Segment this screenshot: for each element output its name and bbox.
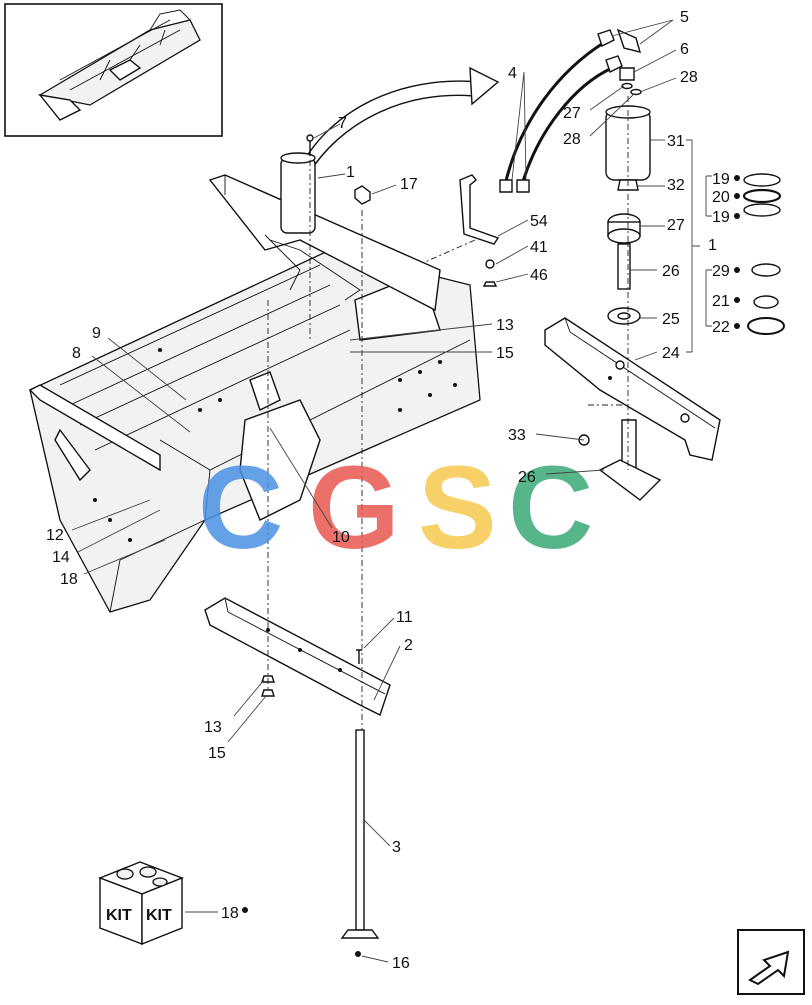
- callout-6: 6: [680, 41, 689, 58]
- callout-41: 41: [530, 239, 548, 256]
- callout-26: 26: [518, 469, 536, 486]
- callout-7: 7: [338, 115, 347, 132]
- callout-21: 21: [712, 293, 730, 310]
- rod-3: [340, 729, 380, 957]
- callout-16: 16: [392, 955, 410, 972]
- callout-54: 54: [530, 213, 548, 230]
- watermark-letter-2: G: [308, 442, 400, 574]
- arrow-icon: [748, 950, 790, 986]
- watermark-letter-4: C: [508, 442, 593, 574]
- callout-20: 20: [712, 189, 730, 206]
- callout-15: 15: [496, 345, 514, 362]
- callout-31: 31: [667, 133, 685, 150]
- callout-8: 8: [72, 345, 81, 362]
- callout-1: 1: [708, 237, 717, 254]
- callout-27: 27: [667, 217, 685, 234]
- callout-13: 13: [204, 719, 222, 736]
- accumulator-stack: [605, 105, 785, 335]
- callout-46: 46: [530, 267, 548, 284]
- callout-5: 5: [680, 9, 689, 26]
- fitting-6: [619, 67, 635, 81]
- watermark-letter-1: C: [198, 442, 283, 574]
- callout-3: 3: [392, 839, 401, 856]
- nut-17: [354, 185, 371, 205]
- callout-19: 19: [712, 171, 730, 188]
- upper-arm: [208, 134, 441, 312]
- watermark: C G S C: [198, 442, 593, 574]
- centre-lines: [267, 96, 629, 730]
- watermark-letter-3: S: [418, 442, 497, 574]
- kit-label-right: KIT: [146, 907, 172, 924]
- callout-17: 17: [400, 176, 418, 193]
- callout-19: 19: [712, 209, 730, 226]
- callout-12: 12: [46, 527, 64, 544]
- kit-markers: [242, 175, 740, 913]
- rail-2: [204, 597, 391, 716]
- callout-13: 13: [496, 317, 514, 334]
- callout-33: 33: [508, 427, 526, 444]
- fitting-5: [616, 28, 642, 53]
- callout-4: 4: [508, 65, 517, 82]
- bracket-54: [459, 174, 500, 287]
- callout-18: 18: [221, 905, 239, 922]
- leader-lines: [71, 19, 712, 963]
- callout-24: 24: [662, 345, 680, 362]
- overview-inset: [4, 3, 223, 137]
- next-page-button[interactable]: [737, 929, 805, 995]
- lower-arm-24: [544, 317, 721, 501]
- callout-labels: 5 4 6 28 27 28 31 7 1 17 32 19 20 19 27 …: [46, 9, 730, 972]
- callout-1: 1: [346, 164, 355, 181]
- callout-29: 29: [712, 263, 730, 280]
- main-frame: [28, 249, 481, 613]
- callout-25: 25: [662, 311, 680, 328]
- callout-26: 26: [662, 263, 680, 280]
- callout-28: 28: [680, 69, 698, 86]
- callout-32: 32: [667, 177, 685, 194]
- callout-2: 2: [404, 637, 413, 654]
- hydraulic-hoses: [499, 28, 642, 193]
- callout-27: 27: [563, 105, 581, 122]
- callout-10: 10: [332, 529, 350, 546]
- callout-9: 9: [92, 325, 101, 342]
- kit-label-left: KIT: [106, 907, 132, 924]
- callout-28: 28: [563, 131, 581, 148]
- callout-22: 22: [712, 319, 730, 336]
- kit-box-icon: KIT KIT: [98, 861, 184, 946]
- callout-14: 14: [52, 549, 70, 566]
- callout-11: 11: [396, 609, 413, 626]
- direction-arrow: [299, 66, 500, 176]
- callout-18: 18: [60, 571, 78, 588]
- callout-15: 15: [208, 745, 226, 762]
